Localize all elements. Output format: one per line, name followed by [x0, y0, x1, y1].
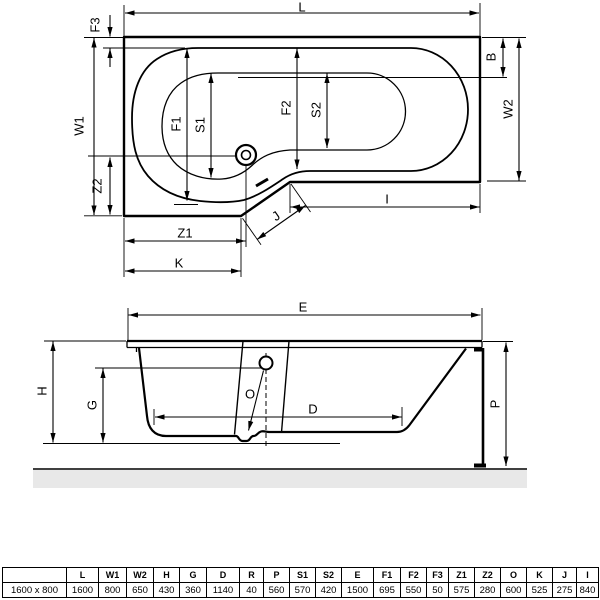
dim-label-H: H — [35, 386, 50, 395]
value-E: 1500 — [341, 582, 374, 598]
dim-label-F2: F2 — [279, 100, 294, 115]
side-view-extension-lines — [43, 308, 513, 444]
overflow-circle — [258, 355, 274, 371]
value-Z1: 575 — [448, 582, 475, 598]
col-header-S1: S1 — [289, 567, 316, 583]
tub-rim-outline — [131, 47, 469, 204]
value-P: 560 — [263, 582, 290, 598]
value-D: 1140 — [206, 582, 240, 598]
floor-shadow — [33, 470, 527, 488]
value-F3: 50 — [426, 582, 449, 598]
dim-label-S1: S1 — [193, 117, 208, 133]
value-K: 525 — [526, 582, 553, 598]
col-header-F2: F2 — [400, 567, 427, 583]
value-G: 360 — [179, 582, 207, 598]
col-header-I: I — [576, 567, 599, 583]
col-header-L: L — [66, 567, 99, 583]
dim-label-G: G — [85, 400, 100, 410]
side-view-dimension-lines — [50, 312, 509, 466]
grip-mark — [255, 177, 269, 188]
interior-joint-right — [280, 340, 290, 433]
drain-inner-circle — [240, 149, 252, 161]
col-header-E: E — [341, 567, 374, 583]
dim-label-W1: W1 — [72, 116, 87, 136]
col-header-W1: W1 — [98, 567, 127, 583]
value-H: 430 — [153, 582, 180, 598]
dim-label-L: L — [298, 0, 305, 15]
dim-label-Z1: Z1 — [177, 226, 192, 241]
drawing-canvas: L F3 W1 Z2 Z1 K J I B W2 F1 S1 F2 S2 — [33, 0, 527, 488]
dim-label-J: J — [269, 208, 283, 224]
tub-outer-outline — [122, 35, 482, 218]
col-header-W2: W2 — [126, 567, 154, 583]
col-header-R: R — [239, 567, 264, 583]
side-view-labels: E H G O D P — [35, 300, 503, 417]
value-R: 40 — [239, 582, 264, 598]
top-view: L F3 W1 Z2 Z1 K J I B W2 F1 S1 F2 S2 — [72, 0, 526, 277]
col-header-F1: F1 — [373, 567, 401, 583]
table-corner-cell — [2, 567, 67, 583]
top-view-labels: L F3 W1 Z2 Z1 K J I B W2 F1 S1 F2 S2 — [72, 0, 516, 271]
deck-bracket — [474, 348, 482, 352]
value-W1: 800 — [98, 582, 127, 598]
value-W2: 650 — [126, 582, 154, 598]
side-view: E H G O D P — [33, 300, 527, 488]
col-header-O: O — [500, 567, 527, 583]
dim-label-K: K — [175, 256, 184, 271]
tub-side-profile — [137, 347, 467, 443]
value-J: 275 — [552, 582, 577, 598]
top-view-dimension-lines — [91, 10, 522, 274]
dim-label-O: O — [245, 387, 255, 402]
tub-floor-outline — [161, 72, 407, 180]
value-L: 1600 — [66, 582, 99, 598]
table-row: 1600 x 800 1600 800 650 430 360 1140 40 … — [2, 582, 599, 598]
col-header-G: G — [179, 567, 207, 583]
dim-label-F1: F1 — [169, 116, 184, 131]
col-header-K: K — [526, 567, 553, 583]
dim-label-W2: W2 — [501, 99, 516, 119]
value-S1: 570 — [289, 582, 316, 598]
dim-label-I: I — [385, 192, 389, 207]
dimensions-table: L W1 W2 H G D R P S1 S2 E F1 F2 F3 Z1 Z2… — [2, 567, 599, 598]
col-header-J: J — [552, 567, 577, 583]
col-header-Z1: Z1 — [448, 567, 475, 583]
dim-label-B: B — [484, 53, 499, 62]
col-header-D: D — [206, 567, 240, 583]
col-header-F3: F3 — [426, 567, 449, 583]
interior-joint-left — [233, 340, 244, 435]
col-header-P: P — [263, 567, 290, 583]
dim-label-P: P — [488, 400, 503, 409]
col-header-Z2: Z2 — [474, 567, 501, 583]
dim-label-D: D — [308, 402, 317, 417]
value-I: 840 — [576, 582, 599, 598]
value-S2: 420 — [315, 582, 342, 598]
col-header-H: H — [153, 567, 180, 583]
col-header-S2: S2 — [315, 567, 342, 583]
value-O: 600 — [500, 582, 527, 598]
table-header-row: L W1 W2 H G D R P S1 S2 E F1 F2 F3 Z1 Z2… — [2, 567, 599, 583]
dim-label-Z2: Z2 — [90, 178, 105, 193]
dim-label-F3: F3 — [88, 17, 103, 32]
drain-outer-circle — [234, 143, 258, 167]
value-F1: 695 — [373, 582, 401, 598]
value-F2: 550 — [400, 582, 427, 598]
value-Z2: 280 — [474, 582, 501, 598]
dim-label-E: E — [299, 300, 308, 315]
dim-label-S2: S2 — [309, 102, 324, 118]
row-label-cell: 1600 x 800 — [2, 582, 67, 598]
